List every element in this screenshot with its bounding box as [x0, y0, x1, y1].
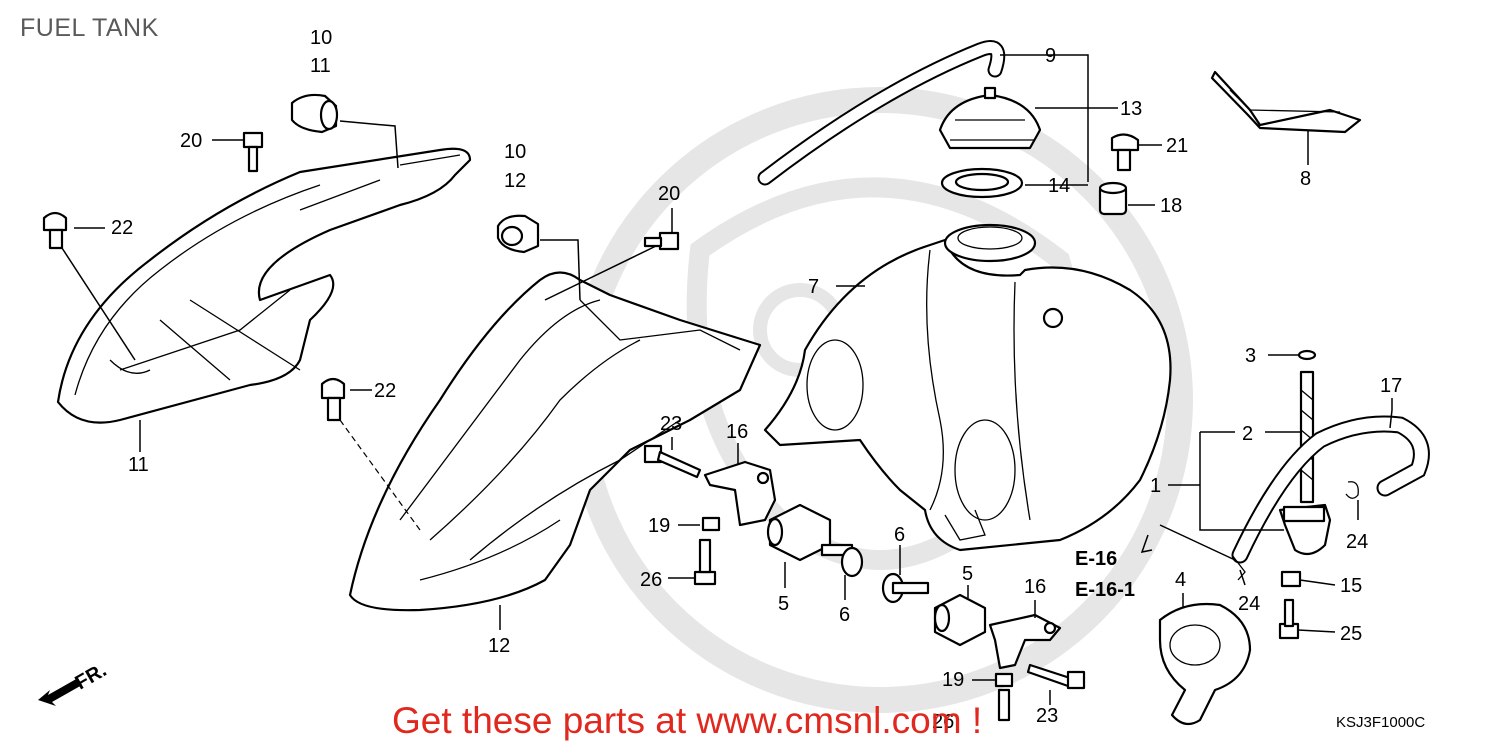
label-25: 25 [1340, 623, 1362, 645]
grommet-10-12 [496, 214, 540, 254]
label-18: 18 [1160, 195, 1182, 217]
label-6-right: 6 [894, 524, 905, 546]
label-11-bottom: 11 [128, 454, 149, 476]
collar-18 [1098, 181, 1128, 216]
label-20-left: 20 [180, 130, 202, 152]
label-10-center: 10 [504, 141, 526, 163]
front-direction-indicator: FR. [38, 659, 110, 706]
label-22-center: 22 [374, 380, 396, 402]
label-3: 3 [1245, 345, 1256, 367]
clip-22-center [320, 377, 346, 422]
fuel-valve-1 [1278, 503, 1332, 556]
bolt-20-left [242, 131, 264, 173]
label-9: 9 [1045, 45, 1056, 67]
diagram-title: FUEL TANK [20, 14, 159, 42]
bolt-26-left [693, 538, 717, 586]
fuel-hose-17 [1231, 415, 1430, 564]
label-23-left: 23 [660, 413, 682, 435]
shroud-11 [56, 147, 472, 424]
label-14: 14 [1048, 175, 1070, 197]
label-26-left: 26 [640, 569, 662, 591]
clip-22-left [42, 211, 68, 250]
label-4: 4 [1175, 569, 1186, 591]
grommet-10-11 [290, 93, 339, 134]
part-labels: 10 11 20 22 11 10 12 20 22 12 23 16 19 2… [111, 27, 1402, 733]
label-19-left: 19 [648, 515, 670, 537]
reference-e16-1: E-16-1 [1075, 579, 1135, 601]
bolt-26-right [997, 688, 1011, 722]
label-11-top: 11 [310, 55, 331, 77]
breather-hose-9 [757, 40, 1006, 186]
label-22-left: 22 [111, 217, 133, 239]
clip-24 [1231, 481, 1359, 581]
label-13: 13 [1120, 98, 1142, 120]
label-19-right: 19 [942, 669, 964, 691]
bracket-16-left [703, 460, 777, 527]
label-15: 15 [1340, 575, 1362, 597]
screw-21 [1110, 133, 1140, 172]
label-23-right: 23 [1036, 705, 1058, 727]
fuel-cap-13 [938, 86, 1042, 150]
label-16-right: 16 [1024, 576, 1046, 598]
label-7: 7 [808, 276, 819, 298]
label-24-right: 24 [1346, 531, 1368, 553]
collar-6-right [881, 572, 930, 604]
bolt-25 [1278, 598, 1300, 640]
bolt-19-right [994, 672, 1014, 688]
rubber-5-right [933, 593, 987, 647]
leader-lines [61, 54, 1393, 705]
label-8: 8 [1300, 168, 1311, 190]
label-26-right: 26 [932, 711, 954, 733]
label-5-right: 5 [962, 563, 973, 585]
label-12-top: 12 [504, 170, 526, 192]
label-10-left: 10 [310, 27, 332, 49]
label-21: 21 [1166, 135, 1188, 157]
bolt-20-center [643, 231, 680, 251]
label-24-left: 24 [1238, 593, 1260, 615]
label-2: 2 [1242, 423, 1253, 445]
band-8 [1210, 70, 1362, 134]
collar-6-left [820, 543, 864, 578]
bolt-23-right [1026, 663, 1086, 690]
bolt-23-left [643, 444, 702, 479]
label-6-left: 6 [839, 604, 850, 626]
bracket-16-right [988, 613, 1062, 670]
bolt-15 [1280, 570, 1302, 588]
diagram-code: KSJ3F1000C [1336, 714, 1426, 731]
label-1: 1 [1150, 475, 1161, 497]
shroud-12 [348, 271, 762, 612]
washer-3 [1297, 349, 1317, 361]
reference-labels: E-16 E-16-1 [1075, 548, 1135, 601]
fuel-tank-7 [763, 223, 1172, 552]
label-17: 17 [1380, 375, 1402, 397]
reference-e16: E-16 [1075, 548, 1117, 570]
label-20-center: 20 [658, 183, 680, 205]
bolt-19-left [701, 516, 721, 532]
holder-4 [1158, 602, 1252, 726]
promo-banner: Get these parts at www.cmsnl.com ! [392, 700, 983, 741]
label-12-bottom: 12 [488, 635, 510, 657]
cap-gasket-14 [940, 167, 1024, 199]
label-16-left: 16 [726, 421, 748, 443]
front-direction-label: FR. [72, 659, 111, 694]
label-5-left: 5 [778, 593, 789, 615]
